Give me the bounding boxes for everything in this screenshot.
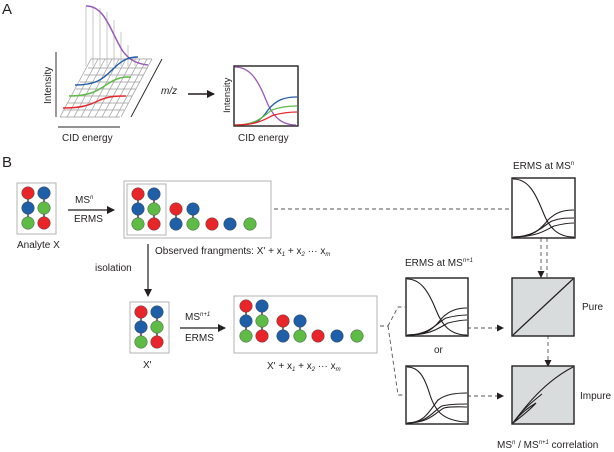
fragment-3-curve-2d bbox=[234, 111, 298, 126]
2d-plot-frame bbox=[233, 65, 299, 127]
mz-axis-label: m/z bbox=[161, 86, 177, 97]
precursor-curve-3d bbox=[85, 5, 149, 66]
impure-label: Impure bbox=[580, 391, 612, 402]
cid-axis-label: CID energy bbox=[62, 133, 113, 144]
panel-a-label: A bbox=[2, 1, 12, 18]
red-bead bbox=[21, 186, 35, 200]
red-bead bbox=[131, 187, 145, 201]
erms-msn1-title: ERMS at MSn+1 bbox=[405, 258, 473, 269]
blue-bead bbox=[293, 314, 307, 328]
fragment-2-curve-3d bbox=[68, 76, 132, 97]
x-prime-molecule bbox=[129, 301, 170, 354]
blue-bead bbox=[147, 187, 161, 201]
split-upper bbox=[387, 306, 405, 327]
blue-bead bbox=[131, 202, 145, 216]
blue-bead bbox=[276, 329, 290, 343]
blue-bead bbox=[21, 201, 35, 215]
green-bead bbox=[37, 201, 51, 215]
red-bead bbox=[255, 329, 269, 343]
blue-bead bbox=[239, 314, 253, 328]
erms-msn1-plot-lower bbox=[405, 365, 469, 425]
blue-bead bbox=[150, 305, 164, 319]
red-bead bbox=[169, 202, 183, 216]
split-lower bbox=[387, 325, 405, 396]
mz-axis-line bbox=[130, 58, 163, 118]
2d-intensity-label: Intensity bbox=[222, 77, 233, 113]
red-bead bbox=[37, 216, 51, 230]
red-bead bbox=[311, 329, 325, 343]
red-bead bbox=[239, 299, 253, 313]
red-bead bbox=[147, 217, 161, 231]
fragment-1-curve-3d bbox=[74, 56, 139, 86]
red-bead bbox=[205, 217, 219, 231]
green-bead bbox=[150, 320, 164, 334]
x-prime-label: X' bbox=[143, 360, 152, 371]
3d-erms-plot: Intensity CID energy m/z bbox=[43, 5, 177, 144]
isolation-label: isolation bbox=[95, 263, 132, 274]
green-bead bbox=[147, 202, 161, 216]
msn-arrow-label: MSn bbox=[75, 195, 94, 206]
intensity-axis-label: Intensity bbox=[43, 67, 54, 104]
fragment-3-curve-3d bbox=[62, 95, 127, 109]
green-bead bbox=[255, 314, 269, 328]
red-bead bbox=[134, 305, 148, 319]
panel-b-label: B bbox=[2, 154, 12, 171]
observed-fragments-box bbox=[123, 180, 272, 239]
blue-bead bbox=[255, 299, 269, 313]
dashed-connectors bbox=[274, 208, 552, 400]
blue-bead bbox=[330, 329, 344, 343]
pure-label: Pure bbox=[582, 302, 604, 313]
msn-erms-label: ERMS bbox=[74, 214, 103, 225]
red-bead bbox=[150, 335, 164, 349]
or-label: or bbox=[434, 345, 444, 356]
blue-bead bbox=[134, 320, 148, 334]
msn1-fragments-label: X' + x1 + x2 ··· xm bbox=[267, 361, 341, 373]
green-bead bbox=[293, 329, 307, 343]
blue-bead bbox=[37, 186, 51, 200]
green-bead bbox=[134, 335, 148, 349]
correlation-caption: MSn / MSn+1 correlation bbox=[497, 440, 598, 451]
green-bead bbox=[131, 217, 145, 231]
green-bead bbox=[243, 217, 257, 231]
fragment-2-curve-2d bbox=[234, 105, 298, 126]
erms-msn-plot bbox=[511, 177, 576, 239]
green-bead bbox=[350, 329, 364, 343]
precursor-curve-2d bbox=[234, 66, 297, 126]
msn1-erms-label: ERMS bbox=[185, 333, 214, 344]
2d-cid-label: CID energy bbox=[238, 133, 289, 144]
erms-msn-title: ERMS at MSn bbox=[513, 161, 575, 172]
analyte-x-molecule bbox=[16, 182, 57, 235]
analyte-x-label: Analyte X bbox=[17, 240, 60, 251]
blue-bead bbox=[169, 217, 183, 231]
2d-erms-plot: Intensity CID energy bbox=[222, 65, 299, 144]
observed-fragments-label: Observed frangments: X' + x1 + x2 ··· xm bbox=[155, 246, 330, 258]
erms-msn1-plot-upper bbox=[405, 277, 469, 337]
green-bead bbox=[239, 329, 253, 343]
blue-bead bbox=[223, 217, 237, 231]
green-bead bbox=[21, 216, 35, 230]
msn1-fragments-box bbox=[233, 295, 378, 354]
msn1-arrow-label: MSn+1 bbox=[185, 312, 210, 323]
red-bead bbox=[276, 314, 290, 328]
pure-correlation-plot bbox=[511, 277, 575, 337]
green-bead bbox=[186, 217, 200, 231]
impure-correlation-plot bbox=[511, 365, 575, 425]
blue-bead bbox=[186, 202, 200, 216]
